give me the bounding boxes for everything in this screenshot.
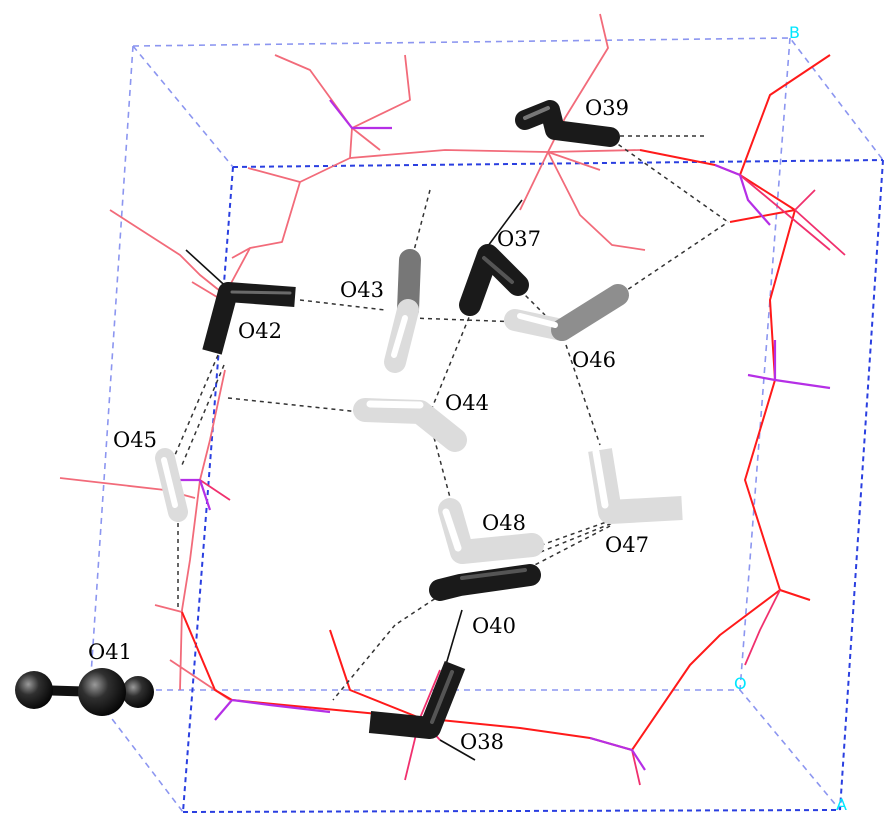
label-o43: O43 [340,278,384,302]
water-o41-ball-and-stick [15,668,154,716]
water-o45 [155,448,188,522]
axis-label-o: O [734,674,747,693]
water-o47 [588,448,683,524]
water-o44 [353,398,467,452]
framework-pink-bonds [199,174,846,786]
water-o37 [459,244,529,316]
axis-label-a: A [836,795,847,814]
unit-cell-back-edges [89,37,884,813]
label-o37: O37 [497,227,541,251]
label-o48: O48 [482,511,526,535]
water-o38 [368,660,466,739]
water-o48 [438,498,544,564]
water-molecules [155,100,683,739]
water-o39 [515,100,620,147]
framework-red-bonds [181,54,831,751]
axis-label-b: B [789,23,800,42]
label-o47: O47 [605,533,649,557]
cell-axis-labels: B O A [734,23,847,814]
atom-labels: O39 O37 O43 O42 O46 O44 O45 O48 O47 O40 … [88,96,649,754]
hydrogen-bonds [174,135,729,701]
label-o40: O40 [472,614,516,638]
framework-purple-bonds [180,99,831,771]
water-o46 [504,284,629,341]
label-o45: O45 [113,428,157,452]
label-o46: O46 [572,348,616,372]
water-o42 [202,282,296,355]
water-o40 [429,564,541,601]
label-o42: O42 [238,319,282,343]
label-o38: O38 [460,730,504,754]
water-o43 [384,249,421,373]
label-o44: O44 [445,391,489,415]
unit-cell-front-edges [182,159,884,813]
label-o39: O39 [585,96,629,120]
label-o41: O41 [88,640,132,664]
